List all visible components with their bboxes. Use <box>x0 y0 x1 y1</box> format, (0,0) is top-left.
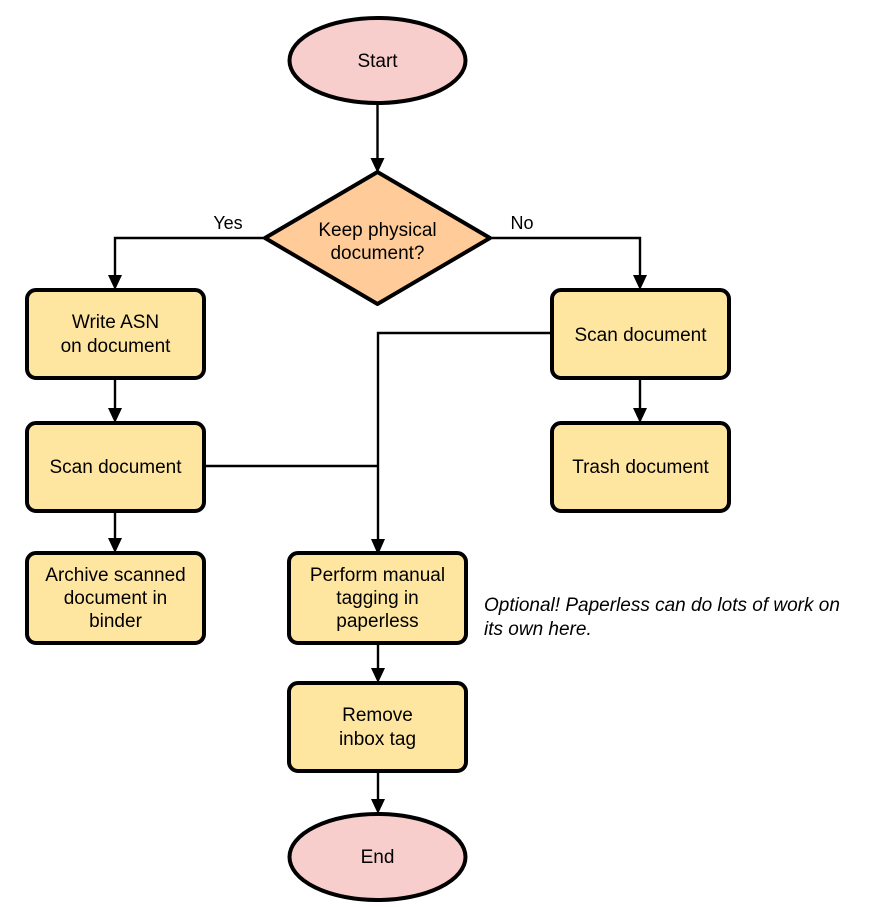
arrowhead-icon <box>108 408 122 423</box>
arrowhead-icon <box>371 539 385 555</box>
edge-decision-yes-to-write-asn <box>108 236 265 290</box>
remove-inbox-tag-label-line-1: Remove <box>342 705 413 726</box>
edge-scan-right-to-tagging <box>371 331 552 555</box>
node-start[interactable]: Start <box>287 16 468 105</box>
tagging-box[interactable] <box>287 551 468 645</box>
arrowhead-icon <box>371 668 385 683</box>
node-trash-document[interactable]: Trash document <box>550 421 731 513</box>
node-remove-inbox-tag[interactable]: Remove inbox tag <box>287 681 468 773</box>
node-scan-document-right[interactable]: Scan document <box>550 288 731 380</box>
edge-line <box>490 236 642 280</box>
edge-remove-tag-to-end <box>371 771 385 814</box>
archive-box[interactable] <box>25 551 206 645</box>
remove-inbox-tag-label-line-2: inbox tag <box>339 729 416 750</box>
edge-scan-right-to-trash <box>633 378 647 423</box>
start-label: Start <box>357 51 398 72</box>
node-decision-keep-physical-document[interactable]: Keep physical document? <box>263 170 492 306</box>
tagging-label-line-3: paperless <box>336 611 418 632</box>
node-end[interactable]: End <box>287 812 468 902</box>
write-asn-label-line-1: Write ASN <box>72 312 159 333</box>
edge-decision-no-to-scan-right <box>490 236 647 290</box>
end-label: End <box>361 847 395 868</box>
arrowhead-icon <box>371 799 385 814</box>
remove-inbox-tag-box[interactable] <box>287 681 468 773</box>
edge-label-no: No <box>510 213 533 233</box>
edge-label-yes: Yes <box>213 213 242 233</box>
edge-write-asn-to-scan-left <box>108 378 122 423</box>
archive-label-line-2: document in <box>64 588 168 609</box>
node-perform-manual-tagging[interactable]: Perform manual tagging in paperless <box>287 551 468 645</box>
scan-document-right-label: Scan document <box>574 325 707 346</box>
start-ellipse[interactable] <box>287 16 468 105</box>
scan-document-left-label: Scan document <box>49 457 182 478</box>
arrowhead-icon <box>633 275 647 290</box>
scan-document-right-box[interactable] <box>550 288 731 380</box>
scan-document-left-box[interactable] <box>25 421 206 513</box>
edge-line <box>113 236 265 280</box>
edge-start-to-decision <box>370 103 385 173</box>
annotation-optional-note: Optional! Paperless can do lots of work … <box>484 595 840 640</box>
trash-document-box[interactable] <box>550 421 731 513</box>
edge-line <box>376 331 552 543</box>
arrowhead-icon <box>370 158 385 173</box>
decision-diamond[interactable] <box>263 170 492 306</box>
tagging-label-line-1: Perform manual <box>310 565 445 586</box>
write-asn-box[interactable] <box>25 288 206 380</box>
node-scan-document-left[interactable]: Scan document <box>25 421 206 513</box>
decision-label-line-1: Keep physical <box>318 220 436 241</box>
end-ellipse[interactable] <box>287 812 468 902</box>
node-archive-scanned-document[interactable]: Archive scanned document in binder <box>25 551 206 645</box>
arrowhead-icon <box>108 538 122 553</box>
decision-label-line-2: document? <box>330 243 424 264</box>
optional-note-line-2: its own here. <box>484 619 592 640</box>
tagging-label-line-2: tagging in <box>336 588 418 609</box>
optional-note-line-1: Optional! Paperless can do lots of work … <box>484 595 840 616</box>
archive-label-line-1: Archive scanned <box>45 565 185 586</box>
write-asn-label-line-2: on document <box>61 336 172 357</box>
arrowhead-icon <box>633 408 647 423</box>
arrowhead-icon <box>108 275 122 290</box>
edge-scan-left-to-archive <box>108 511 122 553</box>
edge-tagging-to-remove-tag <box>371 643 385 683</box>
archive-label-line-3: binder <box>89 611 142 632</box>
trash-document-label: Trash document <box>572 457 709 478</box>
node-write-asn-on-document[interactable]: Write ASN on document <box>25 288 206 380</box>
